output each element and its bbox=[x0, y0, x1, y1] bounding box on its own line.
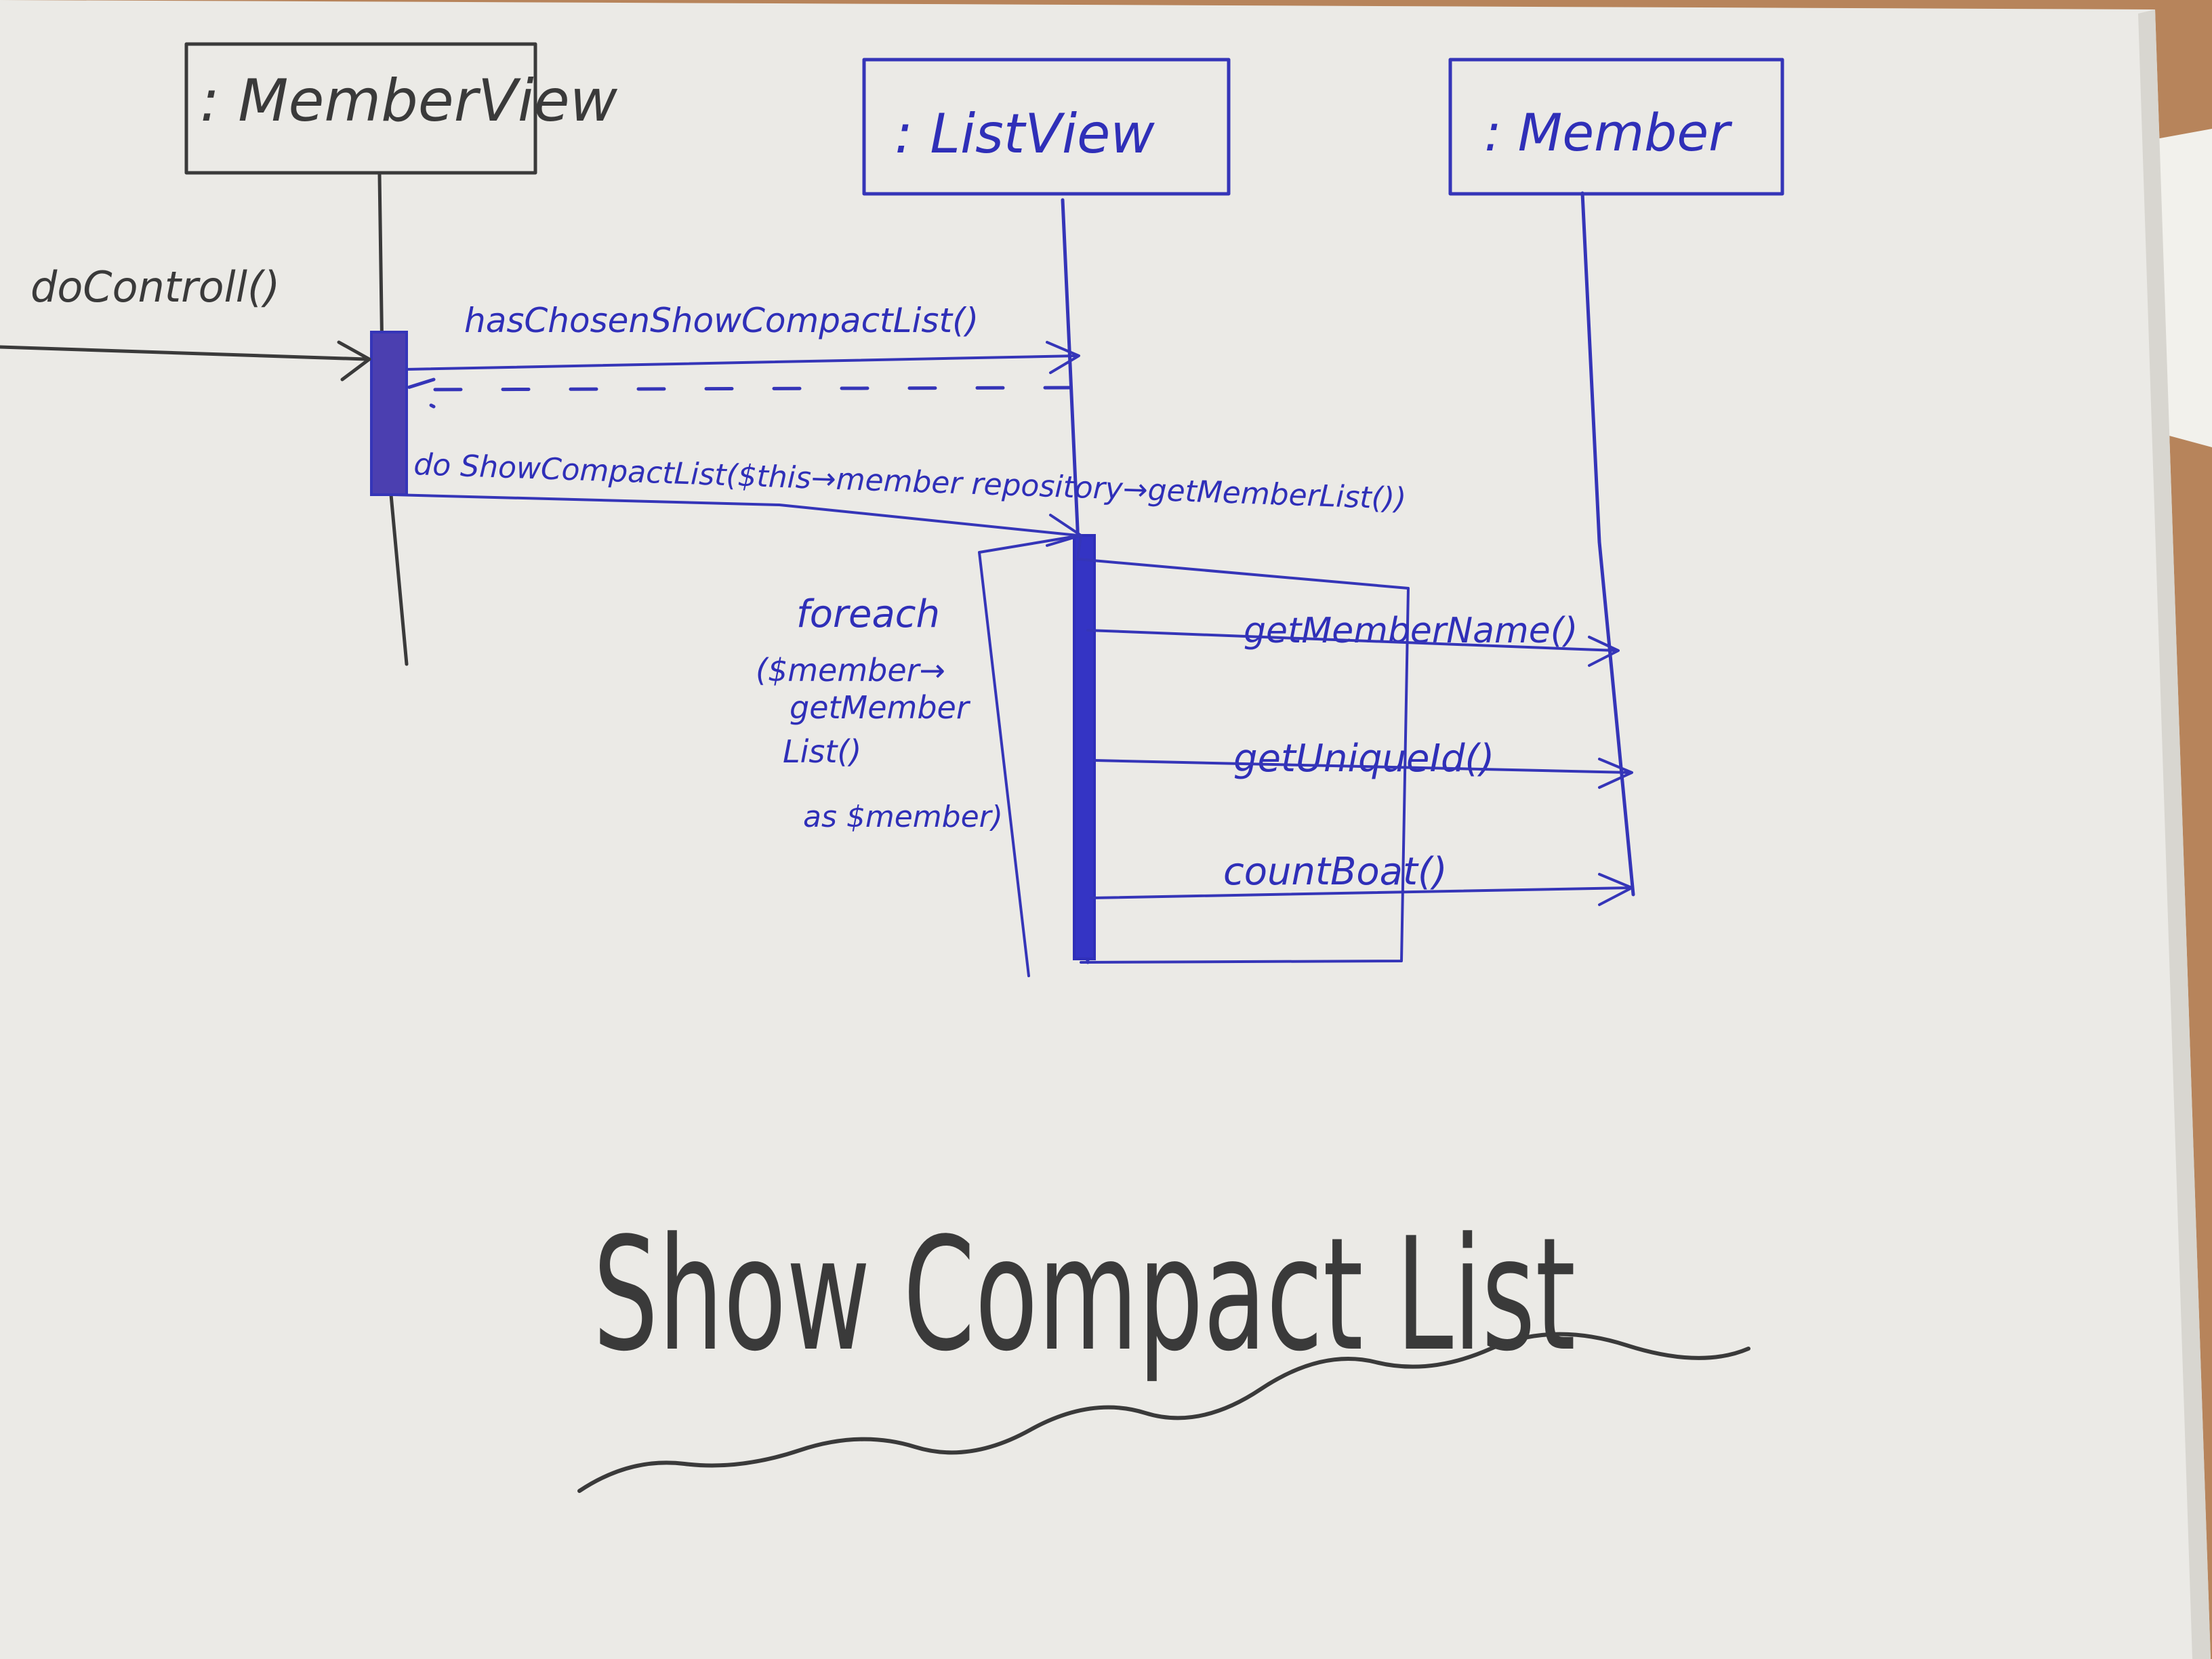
message-has-chosen-arrow bbox=[405, 341, 1080, 374]
title-wavy-underline bbox=[577, 1332, 1750, 1493]
loop-guard-line2: ($member→ bbox=[756, 652, 945, 689]
lifeline-head-member bbox=[1448, 58, 1784, 196]
diagram-title: Show Compact List bbox=[593, 1205, 1576, 1386]
activation-bar-listview bbox=[1073, 534, 1096, 960]
lifeline-label-listview: : ListView bbox=[895, 102, 1155, 165]
loop-guard-line1: foreach bbox=[796, 592, 940, 636]
lifeline-head-listview bbox=[862, 58, 1231, 196]
loop-guard-line3: getMember bbox=[790, 689, 971, 726]
message-count-boat: countBoat() bbox=[1090, 850, 1633, 906]
entry-message: doControll() bbox=[0, 262, 371, 382]
paper-shadow bbox=[2138, 9, 2211, 1659]
lifeline-listview: : ListView bbox=[862, 58, 1231, 964]
message-has-chosen-label: hasChosenShowCompactList() bbox=[464, 301, 979, 340]
message-count-boat-label: countBoat() bbox=[1223, 850, 1448, 894]
message-count-boat-arrow bbox=[1090, 873, 1633, 906]
loop-guard-line4: List() bbox=[783, 733, 861, 770]
return-message-dashed bbox=[399, 377, 1073, 409]
entry-message-arrow bbox=[0, 340, 371, 382]
message-get-unique-id: getUniqueId() bbox=[1093, 737, 1633, 789]
loop-fragment: foreach ($member→ getMember List() as $m… bbox=[756, 534, 1410, 977]
loop-guard-line5: as $member) bbox=[803, 800, 1003, 834]
activation-bar-memberview bbox=[370, 331, 408, 496]
message-get-member-name-label: getMemberName() bbox=[1244, 611, 1578, 651]
message-get-member-name-arrow bbox=[1086, 629, 1620, 667]
message-get-unique-id-arrow bbox=[1093, 758, 1633, 789]
lifeline-head-memberview bbox=[184, 42, 537, 175]
lifeline-label-memberview: : MemberView bbox=[200, 67, 618, 135]
message-get-unique-id-label: getUniqueId() bbox=[1233, 737, 1494, 781]
loop-fragment-frame bbox=[978, 534, 1410, 977]
entry-message-label: doControll() bbox=[30, 262, 280, 312]
lifeline-label-member: : Member bbox=[1484, 102, 1733, 163]
message-has-chosen: hasChosenShowCompactList() bbox=[405, 301, 1080, 374]
message-get-member-name: getMemberName() bbox=[1086, 611, 1620, 667]
